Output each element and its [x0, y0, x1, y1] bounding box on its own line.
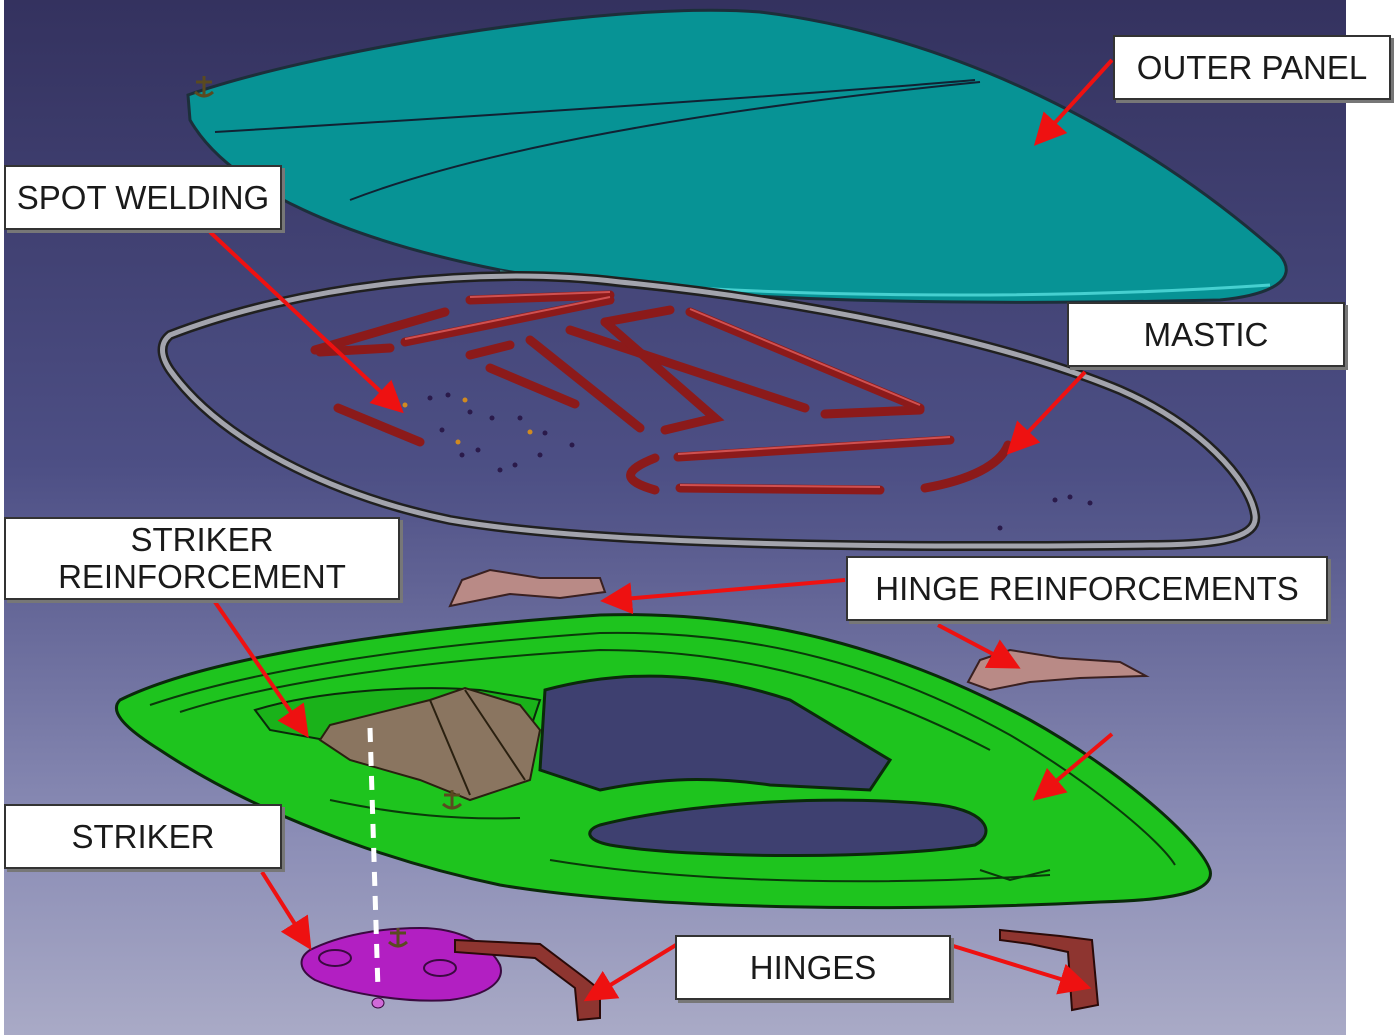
striker-reinforcement	[318, 686, 542, 802]
label-striker: STRIKER	[4, 804, 282, 869]
arrow-hinge-left	[583, 943, 678, 1002]
label-hinges: HINGES	[675, 935, 951, 1000]
outer-panel	[186, 8, 1288, 304]
hinge-reinforcement-left	[448, 568, 607, 608]
arrow-hinge-reinforcement-right	[937, 623, 1021, 669]
label-striker-reinforcement-line1: STRIKER	[130, 521, 274, 559]
arrow-striker-reinforcement	[213, 600, 309, 738]
label-outer-panel: OUTER PANEL	[1113, 35, 1391, 100]
arrow-outer-panel	[1033, 58, 1114, 146]
anchor-icon	[388, 928, 408, 948]
label-hinge-reinforcements: HINGE REINFORCEMENTS	[846, 556, 1328, 621]
arrow-mastic	[1006, 370, 1087, 455]
label-mastic-text: MASTIC	[1143, 316, 1269, 353]
label-hinge-reinforcements-text: HINGE REINFORCEMENTS	[875, 570, 1299, 607]
arrow-hinge-right	[949, 943, 1092, 995]
anchor-icon	[194, 76, 214, 98]
hinge-left	[454, 938, 601, 1022]
label-striker-reinforcement: STRIKER REINFORCEMENT	[4, 517, 400, 600]
label-striker-reinforcement-line2: REINFORCEMENT	[58, 557, 346, 595]
label-mastic: MASTIC	[1067, 302, 1345, 367]
label-spot-welding: SPOT WELDING	[4, 165, 282, 230]
arrow-spot-welding	[208, 230, 404, 414]
label-hinges-text: HINGES	[749, 949, 877, 986]
anchor-icon	[442, 790, 462, 810]
label-striker-text: STRIKER	[71, 818, 215, 855]
striker-alignment-line	[367, 727, 381, 991]
hinge-right	[999, 928, 1100, 1012]
mastic-bead-highlights	[404, 291, 951, 488]
label-outer-panel-text: OUTER PANEL	[1136, 49, 1368, 86]
callout-arrows	[208, 58, 1114, 1002]
arrow-hinge-reinforcement-left	[600, 578, 846, 615]
arrow-striker	[260, 870, 312, 951]
mastic-beads	[310, 290, 1013, 495]
inner-panel	[114, 613, 1212, 910]
arrow-inner-panel	[1032, 732, 1114, 801]
label-spot-welding-text: SPOT WELDING	[16, 179, 270, 216]
